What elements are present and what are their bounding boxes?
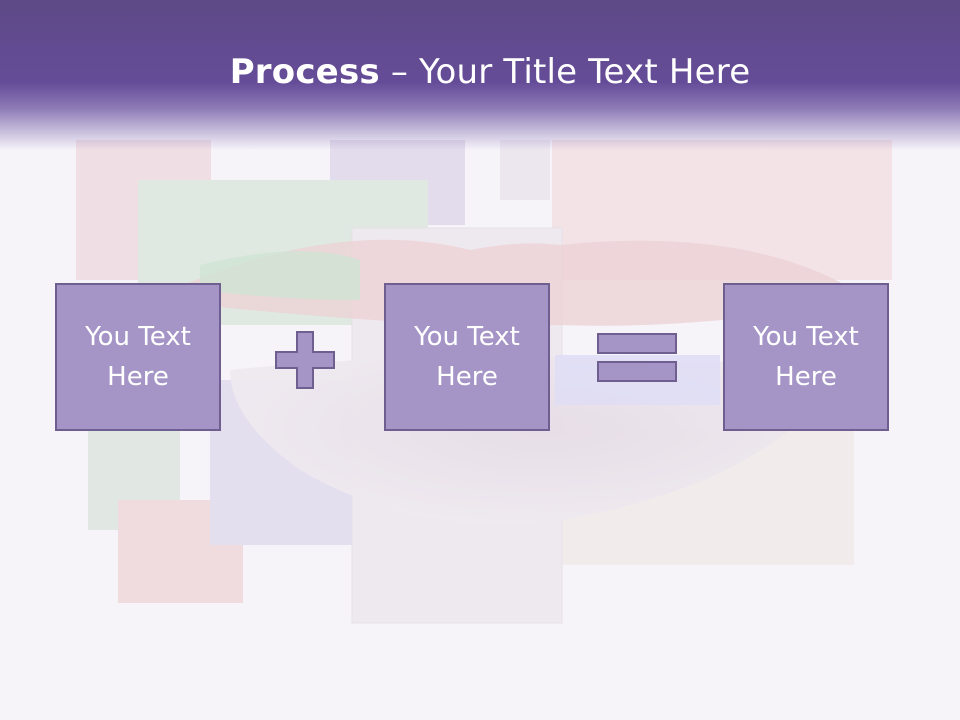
process-box-3[interactable]: You Text Here — [723, 283, 889, 431]
box-1-line-1: You Text — [85, 322, 191, 352]
box-3-line-2: Here — [775, 362, 837, 392]
slide-title: Process – Your Title Text Here — [0, 52, 960, 92]
box-1-line-2: Here — [107, 362, 169, 392]
bg-tile — [500, 140, 550, 200]
box-2-line-1: You Text — [414, 322, 520, 352]
box-2-line-2: Here — [436, 362, 498, 392]
title-rest: – Your Title Text Here — [379, 52, 751, 92]
title-bold: Process — [229, 52, 380, 92]
box-3-line-1: You Text — [753, 322, 859, 352]
equals-icon — [597, 333, 677, 382]
title-bar: Process – Your Title Text Here — [0, 0, 960, 150]
process-box-2[interactable]: You Text Here — [384, 283, 550, 431]
lip-tint-green — [200, 251, 360, 300]
process-box-1[interactable]: You Text Here — [55, 283, 221, 431]
plus-icon — [275, 331, 335, 389]
